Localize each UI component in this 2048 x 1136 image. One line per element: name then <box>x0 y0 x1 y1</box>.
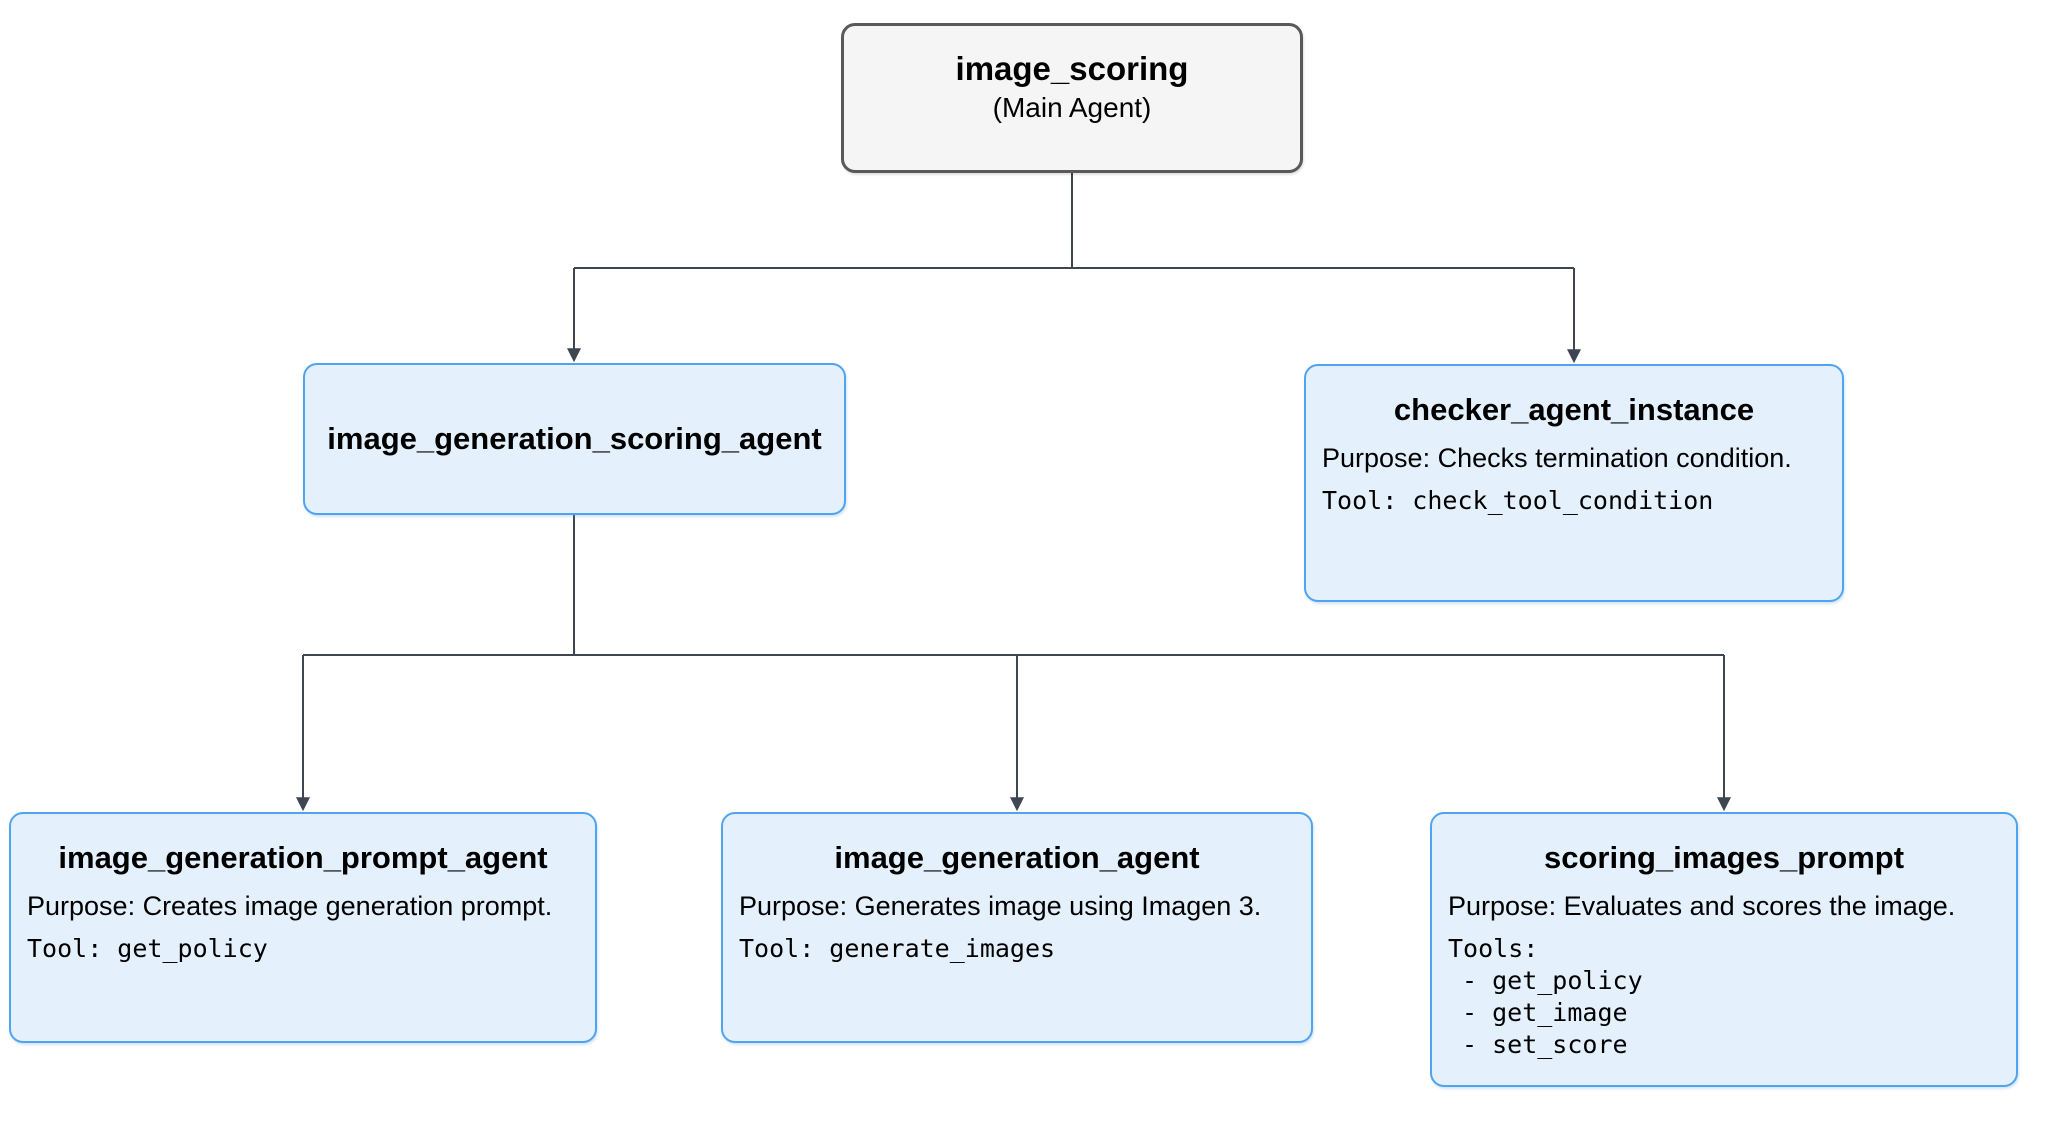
tool-item: - get_image <box>1462 998 1628 1027</box>
node-tools-list: - get_policy - get_image - set_score <box>1448 965 2000 1061</box>
node-purpose: Purpose: Checks termination condition. <box>1322 443 1792 473</box>
node-checker-agent-instance: checker_agent_instance Purpose: Checks t… <box>1304 364 1844 602</box>
node-title: checker_agent_instance <box>1393 392 1755 427</box>
node-title: image_generation_agent <box>834 840 1200 875</box>
node-purpose: Purpose: Creates image generation prompt… <box>27 891 553 921</box>
node-image-generation-prompt-agent: image_generation_prompt_agent Purpose: C… <box>9 812 597 1043</box>
node-title: image_scoring <box>955 50 1189 87</box>
node-tool: Tool: get_policy <box>27 934 268 963</box>
node-image-generation-scoring-agent: image_generation_scoring_agent <box>303 363 846 515</box>
node-title: scoring_images_prompt <box>1543 840 1905 875</box>
node-image-generation-agent: image_generation_agent Purpose: Generate… <box>721 812 1313 1043</box>
tool-item: - set_score <box>1462 1030 1628 1059</box>
node-purpose: Purpose: Generates image using Imagen 3. <box>739 891 1262 921</box>
node-image-scoring: image_scoring (Main Agent) <box>841 23 1303 173</box>
node-tools-label: Tools: <box>1448 934 1539 963</box>
node-purpose: Purpose: Evaluates and scores the image. <box>1448 891 1956 921</box>
tool-item: - get_policy <box>1462 966 1643 995</box>
node-title: image_generation_scoring_agent <box>327 421 822 456</box>
node-subtitle: (Main Agent) <box>992 92 1152 123</box>
node-tool: Tool: generate_images <box>739 934 1056 963</box>
node-scoring-images-prompt: scoring_images_prompt Purpose: Evaluates… <box>1430 812 2018 1087</box>
node-title: image_generation_prompt_agent <box>58 840 548 875</box>
node-tool: Tool: check_tool_condition <box>1322 486 1714 515</box>
